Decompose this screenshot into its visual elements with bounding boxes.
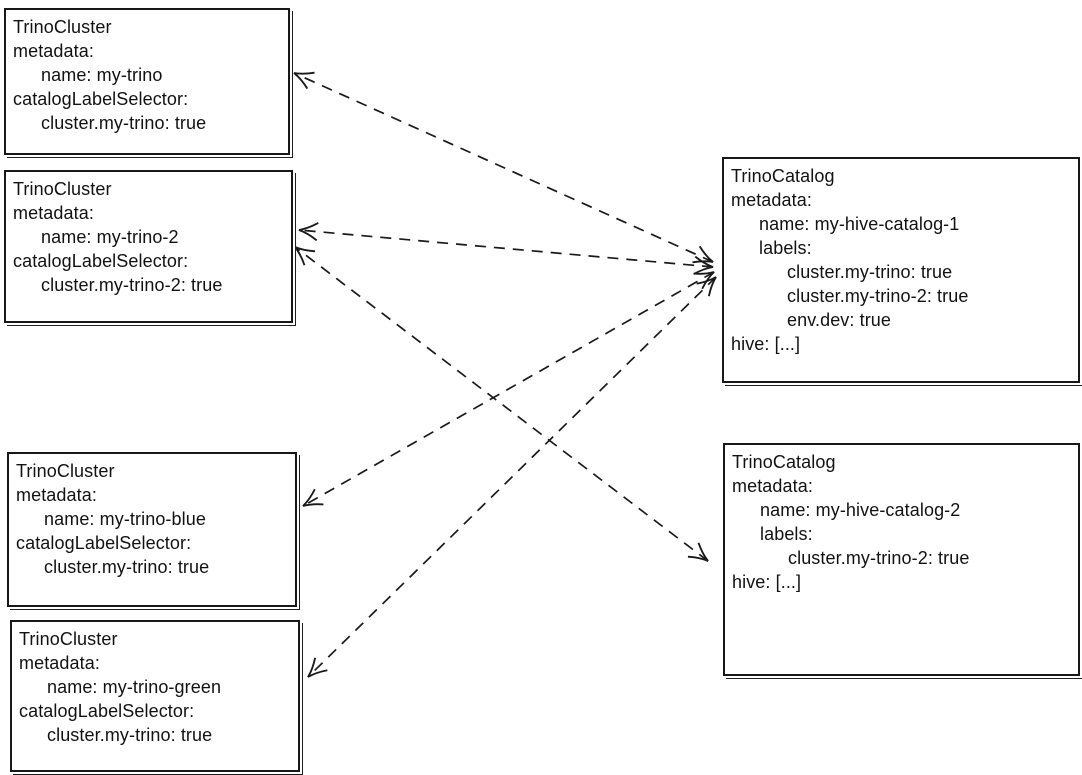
node-kind-label: TrinoCluster [19, 629, 118, 649]
node-line: name: my-trino [41, 65, 163, 85]
node-line: name: my-trino-blue [44, 509, 206, 529]
node-line: cluster.my-trino: true [44, 557, 210, 577]
node-line: catalogLabelSelector: [16, 533, 192, 553]
node-line: metadata: [731, 190, 812, 210]
node-line: name: my-trino-2 [41, 227, 179, 247]
node-kind-label: TrinoCluster [13, 17, 112, 37]
node-line: name: my-hive-catalog-2 [760, 500, 961, 520]
edge-my-hive-catalog-1--my-trino-blue [302, 271, 715, 507]
node-line: labels: [759, 238, 812, 258]
node-line: cluster.my-trino: true [41, 113, 207, 133]
node-line: metadata: [13, 41, 94, 61]
node-line: metadata: [16, 485, 97, 505]
node-line: catalogLabelSelector: [19, 701, 195, 721]
node-line: cluster.my-trino: true [787, 262, 953, 282]
node-line: env.dev: true [787, 310, 892, 330]
node-line: labels: [760, 524, 813, 544]
node-line: catalogLabelSelector: [13, 251, 189, 271]
node-line: name: my-trino-green [47, 677, 222, 697]
node-line: metadata: [13, 203, 94, 223]
node-line: name: my-hive-catalog-1 [759, 214, 960, 234]
node-line: cluster.my-trino: true [47, 725, 213, 745]
node-line: hive: [...] [731, 334, 801, 354]
node-line: cluster.my-trino-2: true [41, 275, 223, 295]
node-line: metadata: [732, 476, 813, 496]
node-kind-label: TrinoCluster [13, 179, 112, 199]
node-trino-cluster-my-trino-green: TrinoCluster metadata: name: my-trino-gr… [10, 620, 300, 772]
node-kind-label: TrinoCatalog [731, 166, 835, 186]
node-trino-catalog-my-hive-catalog-1: TrinoCatalog metadata: name: my-hive-cat… [722, 157, 1080, 383]
node-trino-cluster-my-trino-blue: TrinoCluster metadata: name: my-trino-bl… [7, 452, 297, 607]
node-trino-cluster-my-trino: TrinoCluster metadata: name: my-trino ca… [4, 8, 290, 155]
edge-my-hive-catalog-1--my-trino-green [307, 276, 717, 678]
node-kind-label: TrinoCluster [16, 461, 115, 481]
node-line: catalogLabelSelector: [13, 89, 189, 109]
node-trino-cluster-my-trino-2: TrinoCluster metadata: name: my-trino-2 … [4, 170, 293, 323]
node-kind-label: TrinoCatalog [732, 452, 836, 472]
node-line: cluster.my-trino-2: true [787, 286, 969, 306]
edge-my-hive-catalog-1--my-trino [293, 71, 714, 264]
edge-my-hive-catalog-1--my-trino-2 [298, 222, 714, 275]
node-line: cluster.my-trino-2: true [788, 548, 970, 568]
edge-my-hive-catalog-2--my-trino-2 [294, 246, 709, 562]
node-line: hive: [...] [732, 572, 802, 592]
node-line: metadata: [19, 653, 100, 673]
node-trino-catalog-my-hive-catalog-2: TrinoCatalog metadata: name: my-hive-cat… [723, 443, 1080, 676]
